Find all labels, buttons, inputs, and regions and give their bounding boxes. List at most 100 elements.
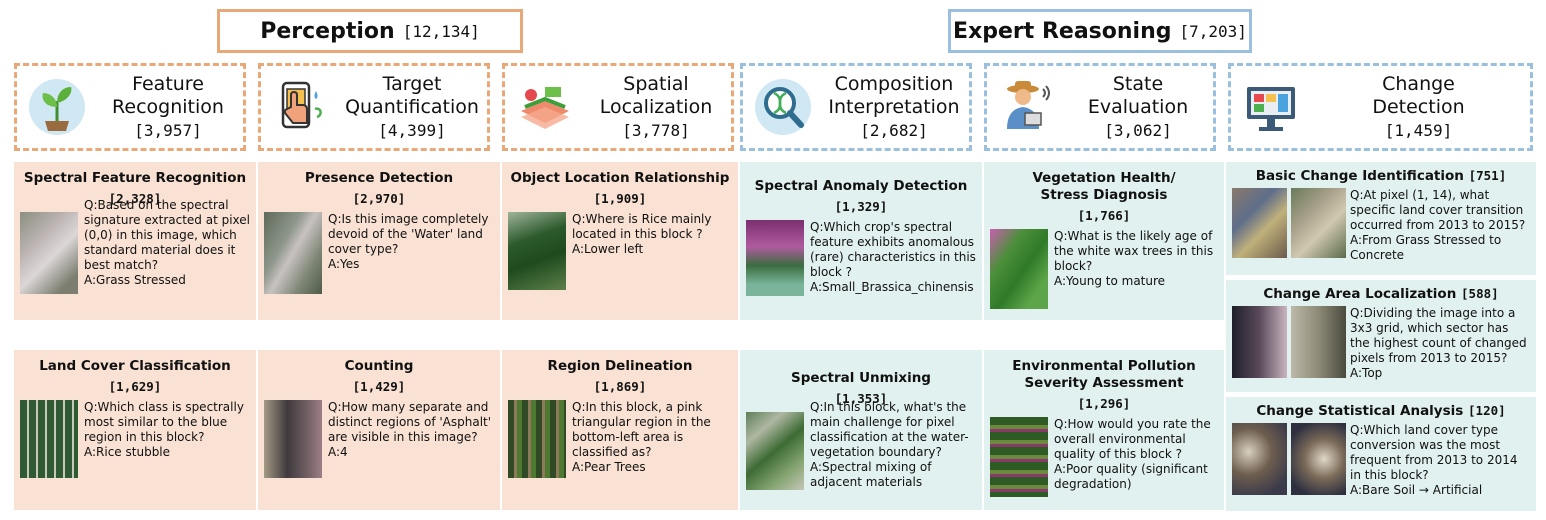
category-count: [1,459]	[1384, 120, 1453, 140]
satellite-thumbnail-before	[1232, 423, 1287, 495]
task-count: [1,296]	[1077, 396, 1131, 411]
task-basic-change-identification: Basic Change Identification [751] Q:At p…	[1226, 162, 1536, 275]
category-name-line1: Target	[382, 72, 442, 95]
task-title: Object Location Relationship	[510, 170, 730, 186]
task-change-statistical-analysis: Change Statistical Analysis [120] Q:Whic…	[1226, 397, 1536, 511]
satellite-thumbnail	[990, 229, 1048, 309]
task-count: [2,328]	[108, 191, 162, 206]
category-name-line2: Recognition	[112, 95, 224, 118]
task-spectral-unmixing: Spectral Unmixing [1,353] Q:In this bloc…	[740, 350, 982, 510]
dna-magnifier-icon	[755, 79, 811, 135]
category-composition-interpretation: Composition Interpretation [2,682]	[740, 63, 972, 151]
task-spectral-anomaly-detection: Spectral Anomaly Detection [1,329] Q:Whi…	[740, 162, 982, 320]
category-name-line2: Quantification	[345, 95, 479, 118]
category-count: [3,957]	[134, 120, 202, 140]
answer-text: A:Top	[1350, 366, 1383, 380]
task-title-line1: Environmental Pollution	[1012, 358, 1196, 374]
answer-text: A:From Grass Stressed to Concrete	[1350, 233, 1502, 262]
task-title: Spectral Unmixing	[791, 370, 931, 386]
task-region-delineation: Region Delineation [1,869] Q:In this blo…	[502, 350, 738, 510]
category-name-line2: Localization	[599, 95, 713, 118]
task-title-line1: Vegetation Health/	[1032, 170, 1176, 186]
perception-title: Perception	[260, 18, 395, 44]
satellite-thumbnail-after	[1291, 423, 1346, 495]
category-state-evaluation: State Evaluation [3,062]	[984, 63, 1216, 151]
answer-text: A:Pear Trees	[572, 460, 646, 474]
task-title: Spectral Anomaly Detection	[754, 178, 968, 194]
answer-text: A:Young to mature	[1054, 274, 1166, 288]
task-title: Environmental Pollution Severity Assessm…	[990, 358, 1218, 392]
task-count: [1,353]	[834, 391, 888, 406]
satellite-thumbnail	[990, 417, 1048, 497]
answer-text: A:Poor quality (significant degradation)	[1054, 462, 1208, 491]
answer-text: A:Spectral mixing of adjacent materials	[810, 460, 932, 489]
task-title: Presence Detection	[304, 170, 454, 186]
task-count: [588]	[1461, 286, 1499, 301]
task-vegetation-health: Vegetation Health/ Stress Diagnosis [1,7…	[984, 162, 1224, 320]
task-count: [2,970]	[352, 191, 406, 206]
phone-tap-icon	[281, 81, 322, 129]
reasoning-count: [7,203]	[1179, 21, 1247, 41]
satellite-thumbnail-before	[1232, 306, 1287, 378]
task-count: [1,329]	[834, 199, 888, 214]
question-text: Q:Which crop's spectral feature exhibits…	[810, 220, 976, 279]
category-change-detection: Change Detection [1,459]	[1228, 63, 1533, 151]
question-text: Q:At pixel (1, 14), what specific land c…	[1350, 188, 1526, 232]
category-count: [3,062]	[1104, 120, 1172, 140]
satellite-thumbnail-after	[1291, 188, 1346, 258]
task-land-cover-classification: Land Cover Classification [1,629] Q:Whic…	[14, 350, 256, 510]
category-name-line2: Interpretation	[828, 95, 960, 118]
category-count: [3,778]	[622, 120, 690, 140]
satellite-thumbnail	[746, 412, 804, 490]
plant-icon	[29, 79, 85, 135]
category-count: [2,682]	[860, 120, 928, 140]
monitor-icon	[1247, 87, 1295, 131]
task-object-location-relationship: Object Location Relationship [1,909] Q:W…	[502, 162, 738, 320]
task-title: Spectral Feature Recognition	[23, 170, 247, 186]
task-title: Region Delineation	[547, 358, 693, 374]
question-text: Q:Where is Rice mainly located in this b…	[572, 212, 712, 241]
category-count: [4,399]	[378, 120, 446, 140]
task-count: [1,869]	[593, 379, 647, 394]
task-environmental-pollution: Environmental Pollution Severity Assessm…	[984, 350, 1224, 510]
satellite-thumbnail	[20, 400, 78, 478]
question-text: Q:In this block, a pink triangular regio…	[572, 400, 711, 459]
satellite-thumbnail	[264, 400, 322, 478]
task-title: Change Statistical Analysis	[1256, 403, 1464, 419]
satellite-thumbnail	[508, 212, 566, 290]
expert-reasoning-header: Expert Reasoning [7,203]	[948, 9, 1252, 53]
farmer-icon	[1007, 81, 1050, 129]
answer-text: A:Small_Brassica_chinensis	[810, 280, 974, 294]
task-counting: Counting [1,429] Q:How many separate and…	[258, 350, 500, 510]
question-text: Q:In this block, what's the main challen…	[810, 400, 969, 459]
question-text: Q:Which class is spectrally most similar…	[84, 400, 244, 444]
question-text: Q:Dividing the image into a 3x3 grid, wh…	[1350, 306, 1527, 365]
task-title-line2: Stress Diagnosis	[1040, 187, 1168, 203]
task-title: Land Cover Classification	[39, 358, 231, 374]
task-presence-detection: Presence Detection [2,970] Q:Is this ima…	[258, 162, 500, 320]
task-count: [1,429]	[352, 379, 406, 394]
perception-count: [12,134]	[402, 21, 480, 41]
answer-text: A:Lower left	[572, 242, 644, 256]
question-text: Q:How many separate and distinct regions…	[328, 400, 492, 444]
task-change-area-localization: Change Area Localization [588] Q:Dividin…	[1226, 280, 1536, 392]
question-text: Q:Based on the spectral signature extrac…	[84, 198, 250, 272]
satellite-thumbnail-before	[1232, 188, 1287, 258]
satellite-thumbnail-after	[1291, 306, 1346, 378]
task-count: [751]	[1468, 168, 1507, 183]
answer-text: A:4	[328, 445, 348, 459]
task-count: [1,766]	[1077, 208, 1131, 223]
category-name-line1: Change	[1382, 72, 1455, 95]
category-name-line1: Composition	[834, 72, 954, 95]
question-text: Q:Is this image completely devoid of the…	[328, 212, 489, 256]
satellite-thumbnail	[20, 212, 78, 294]
answer-text: A:Rice stubble	[84, 445, 171, 459]
reasoning-title: Expert Reasoning	[953, 18, 1172, 44]
question-text: Q:Which land cover type conversion was t…	[1350, 423, 1518, 482]
perception-header: Perception [12,134]	[217, 9, 523, 53]
answer-text: A:Grass Stressed	[84, 273, 186, 287]
task-title: Basic Change Identification	[1255, 168, 1464, 184]
field-map-icon	[521, 87, 569, 129]
category-name-line1: Feature	[132, 72, 204, 95]
question-text: Q:How would you rate the overall environ…	[1054, 417, 1211, 461]
